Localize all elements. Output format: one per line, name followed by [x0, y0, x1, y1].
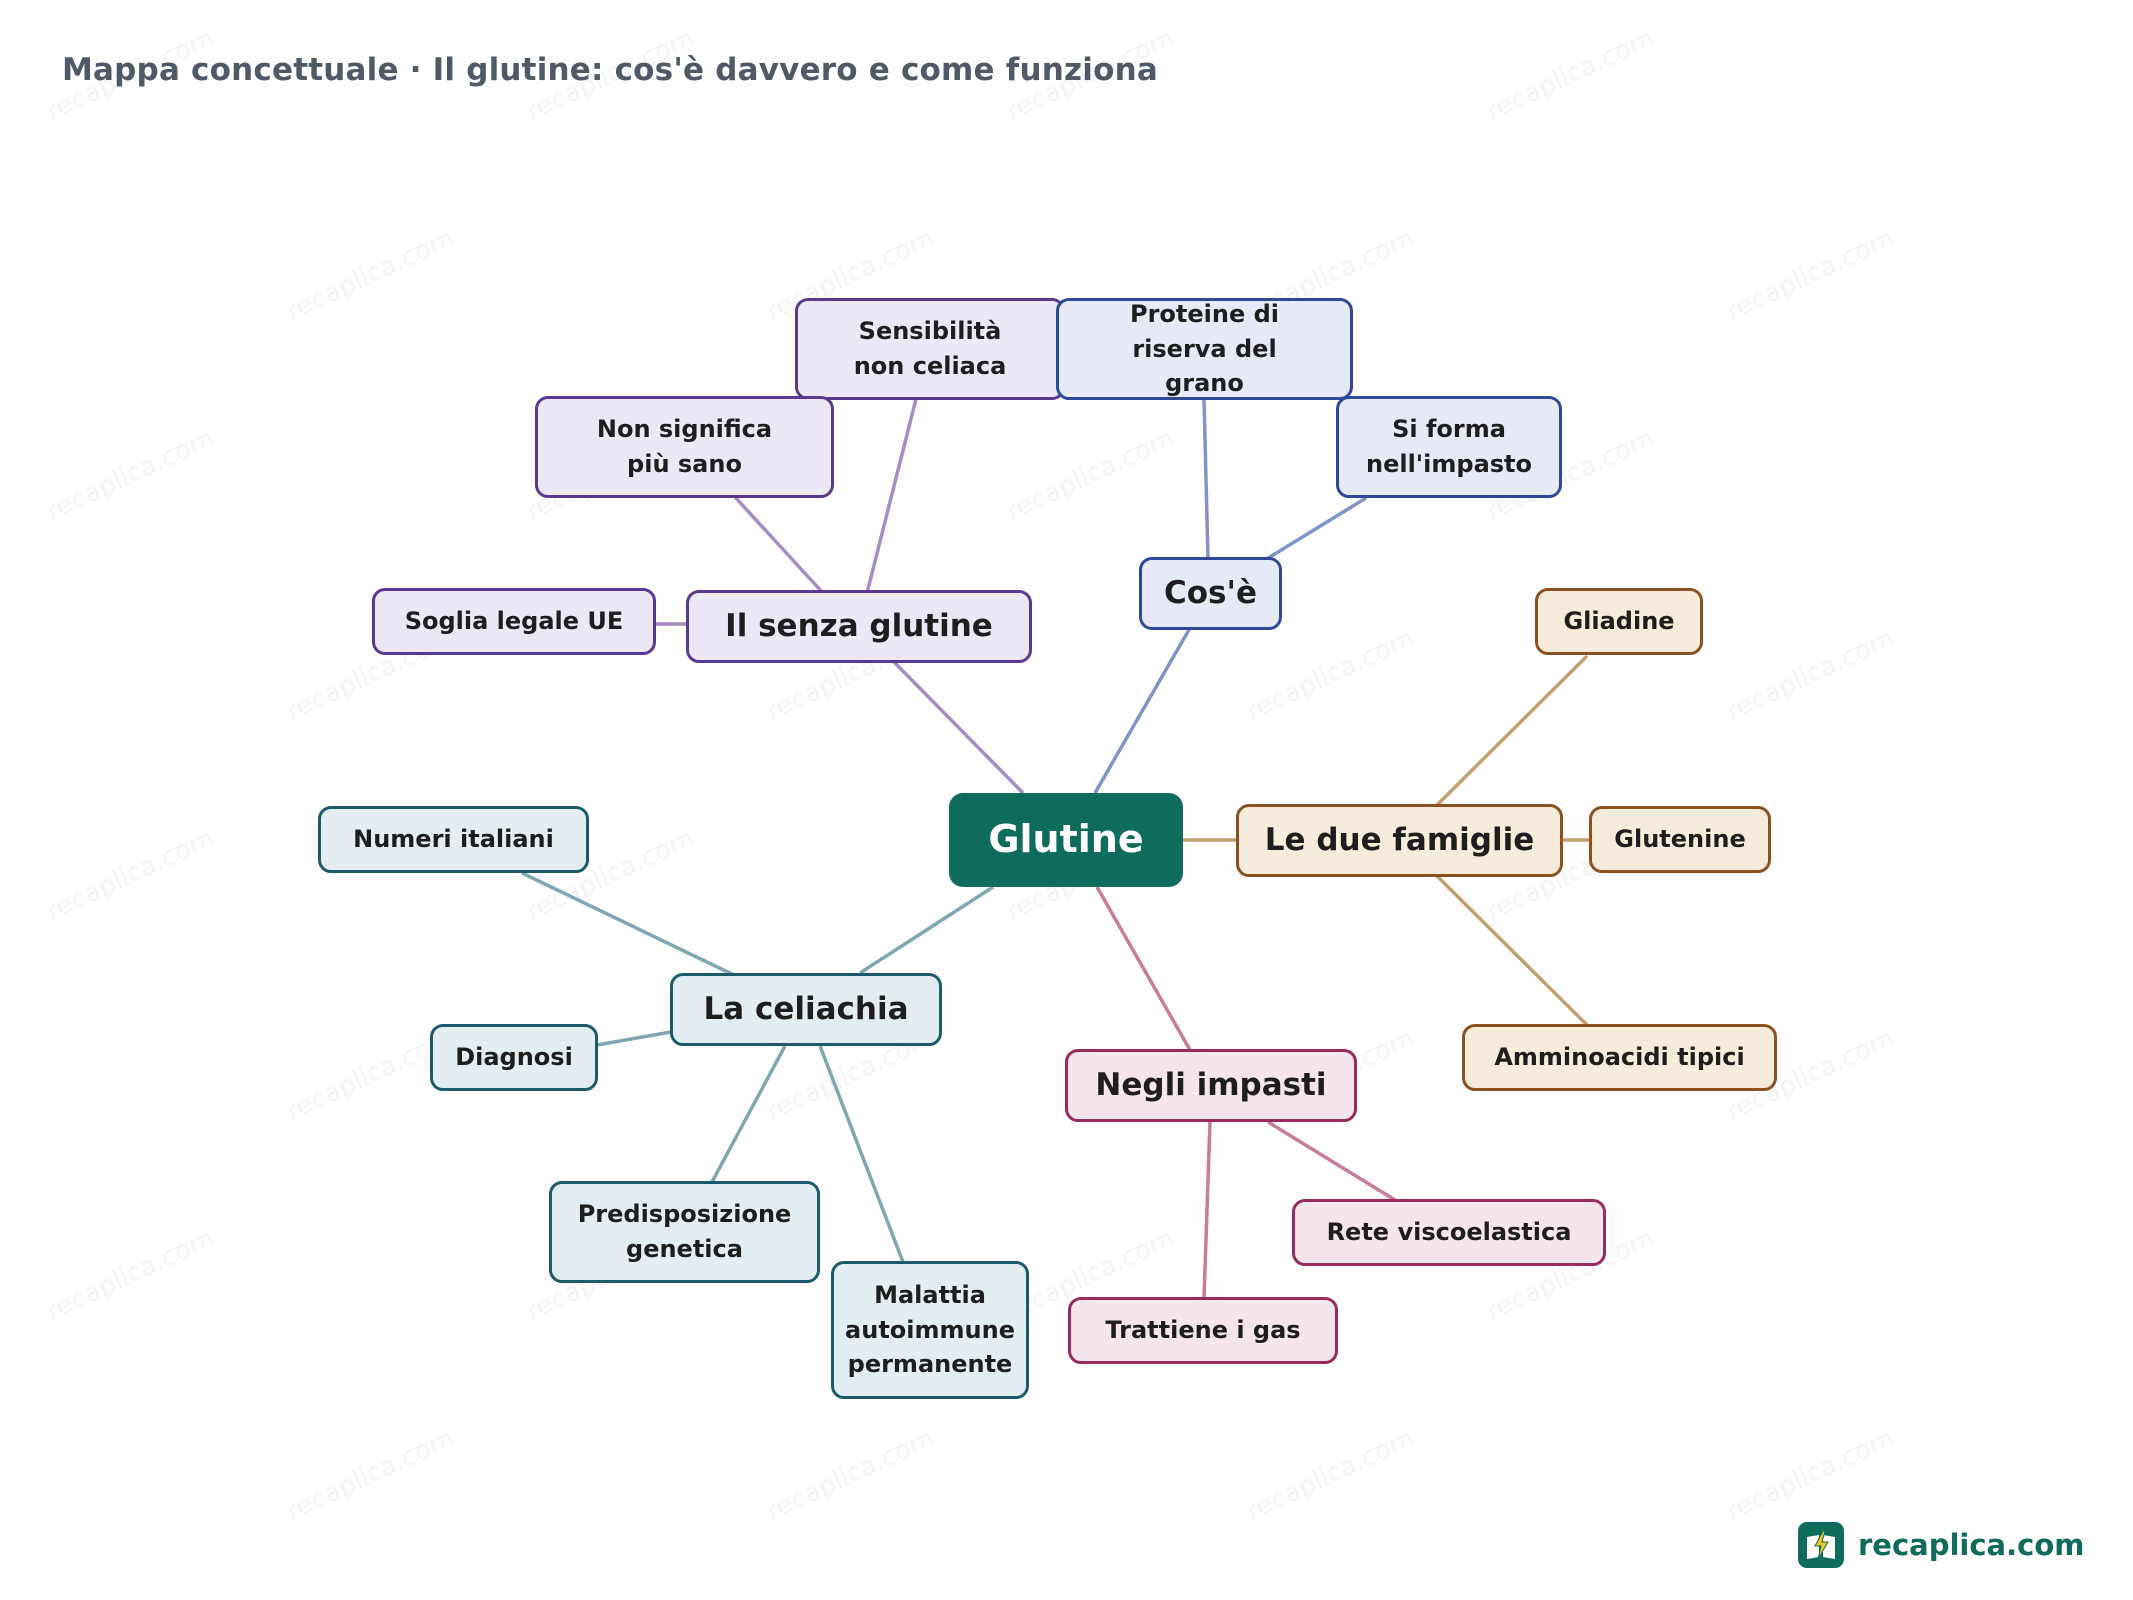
leaf-label: Glutenine: [1614, 825, 1746, 854]
leaf-predisposizione-genetica[interactable]: Predisposizione genetica: [549, 1181, 820, 1283]
branch-senza-glutine[interactable]: Il senza glutine: [686, 590, 1032, 663]
leaf-label: Gliadine: [1563, 607, 1675, 636]
leaf-label: Si forma nell'impasto: [1365, 415, 1533, 478]
page-title: Mappa concettuale · Il glutine: cos'è da…: [62, 52, 1158, 88]
edge-cose-proteine: [1202, 398, 1210, 559]
leaf-label: Sensibilità non celiaca: [853, 317, 1007, 380]
branch-label: Cos'è: [1163, 575, 1257, 612]
branch-label: Le due famiglie: [1264, 822, 1535, 859]
leaf-soglia-legale-ue[interactable]: Soglia legale UE: [372, 588, 656, 655]
leaf-label: Non significa più sano: [596, 415, 773, 478]
book-bolt-icon: [1798, 1522, 1844, 1568]
edge-senza-sensibilita: [865, 398, 918, 594]
leaf-glutenine[interactable]: Glutenine: [1589, 806, 1771, 873]
leaf-diagnosi[interactable]: Diagnosi: [430, 1024, 598, 1091]
leaf-label: Predisposizione genetica: [577, 1200, 792, 1263]
leaf-si-forma-nell-impasto[interactable]: Si forma nell'impasto: [1336, 396, 1562, 498]
branch-le-due-famiglie[interactable]: Le due famiglie: [1236, 804, 1563, 877]
edge-senza-nonsano: [733, 495, 825, 595]
leaf-label: Amminoacidi tipici: [1494, 1043, 1745, 1072]
leaf-label: Malattia autoimmune permanente: [845, 1280, 1015, 1379]
leaf-trattiene-i-gas[interactable]: Trattiene i gas: [1068, 1297, 1338, 1364]
branch-negli-impasti[interactable]: Negli impasti: [1065, 1049, 1357, 1122]
leaf-malattia-autoimmune-permanente[interactable]: Malattia autoimmune permanente: [831, 1261, 1029, 1399]
edge-cose-siforma: [1264, 496, 1367, 562]
edge-root-cos-e: [1093, 627, 1192, 794]
leaf-rete-viscoelastica[interactable]: Rete viscoelastica: [1292, 1199, 1606, 1266]
leaf-label: Trattiene i gas: [1105, 1316, 1301, 1345]
edge-celiachia-diagnosi: [596, 1030, 672, 1047]
edge-famiglie-gliadine: [1435, 654, 1589, 807]
leaf-amminoacidi-tipici[interactable]: Amminoacidi tipici: [1462, 1024, 1777, 1091]
edge-root-impasti: [1095, 886, 1192, 1051]
edge-famiglie-amminoacidi: [1435, 874, 1589, 1027]
edge-celiachia-numeri: [521, 871, 737, 978]
edge-impasti-gas: [1202, 1121, 1212, 1299]
leaf-non-significa-piu-sano[interactable]: Non significa più sano: [535, 396, 834, 498]
leaf-label: Diagnosi: [455, 1043, 573, 1072]
branch-label: La celiachia: [703, 991, 909, 1028]
edge-impasti-rete: [1267, 1120, 1396, 1202]
leaf-gliadine[interactable]: Gliadine: [1535, 588, 1703, 655]
leaf-label: Numeri italiani: [353, 825, 554, 854]
edge-root-senza-glutine: [892, 660, 1025, 795]
branch-label: Il senza glutine: [725, 608, 993, 645]
branch-la-celiachia[interactable]: La celiachia: [670, 973, 942, 1046]
leaf-label: Rete viscoelastica: [1326, 1218, 1572, 1247]
edge-celiachia-predisposizione: [710, 1045, 787, 1183]
brand-name: recaplica.com: [1858, 1528, 2085, 1562]
leaf-sensibilita-non-celiaca[interactable]: Sensibilità non celiaca: [795, 298, 1065, 400]
edge-celiachia-malattia: [818, 1045, 905, 1263]
root-label: Glutine: [988, 817, 1144, 862]
root-node-glutine[interactable]: Glutine: [949, 793, 1183, 887]
leaf-numeri-italiani[interactable]: Numeri italiani: [318, 806, 589, 873]
edge-root-celiachia: [859, 885, 994, 975]
leaf-label: Proteine di riserva del grano: [1129, 299, 1279, 398]
branch-label: Negli impasti: [1095, 1067, 1327, 1104]
brand-logo[interactable]: recaplica.com: [1798, 1522, 2084, 1568]
leaf-proteine-di-riserva[interactable]: Proteine di riserva del grano: [1056, 298, 1353, 400]
leaf-label: Soglia legale UE: [404, 607, 624, 636]
branch-cos-e[interactable]: Cos'è: [1139, 557, 1282, 630]
